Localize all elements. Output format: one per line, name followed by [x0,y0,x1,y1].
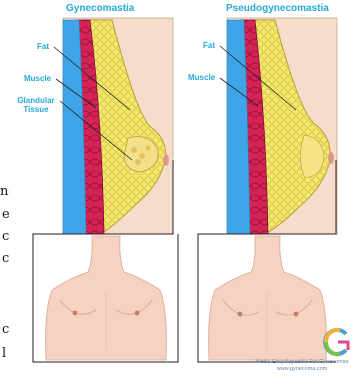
label-glandular-tissue-left: Glandular Tissue [15,96,57,114]
label-muscle-left: Muscle [24,74,51,83]
footer-line-2: www.gynecoma.com [250,366,354,373]
footer-credit: Web's Encyclopaedia For Gynecomas www.gy… [250,359,354,373]
pseudogynecomastia-title: Pseudogynecomastia [226,3,329,14]
gynecomastia-title: Gynecomastia [66,3,134,14]
pseudogynecomastia-cross-section [227,18,337,234]
label-muscle-right: Muscle [188,73,215,82]
label-fat-left: Fat [37,42,49,51]
label-fat-right: Fat [203,41,215,50]
gynecomastia-body-illustration [35,236,177,361]
gynecomastia-cross-section [63,18,173,234]
pseudogynecomastia-body-illustration [199,236,335,361]
footer-line-1: Web's Encyclopaedia For Gynecomas [250,359,354,366]
